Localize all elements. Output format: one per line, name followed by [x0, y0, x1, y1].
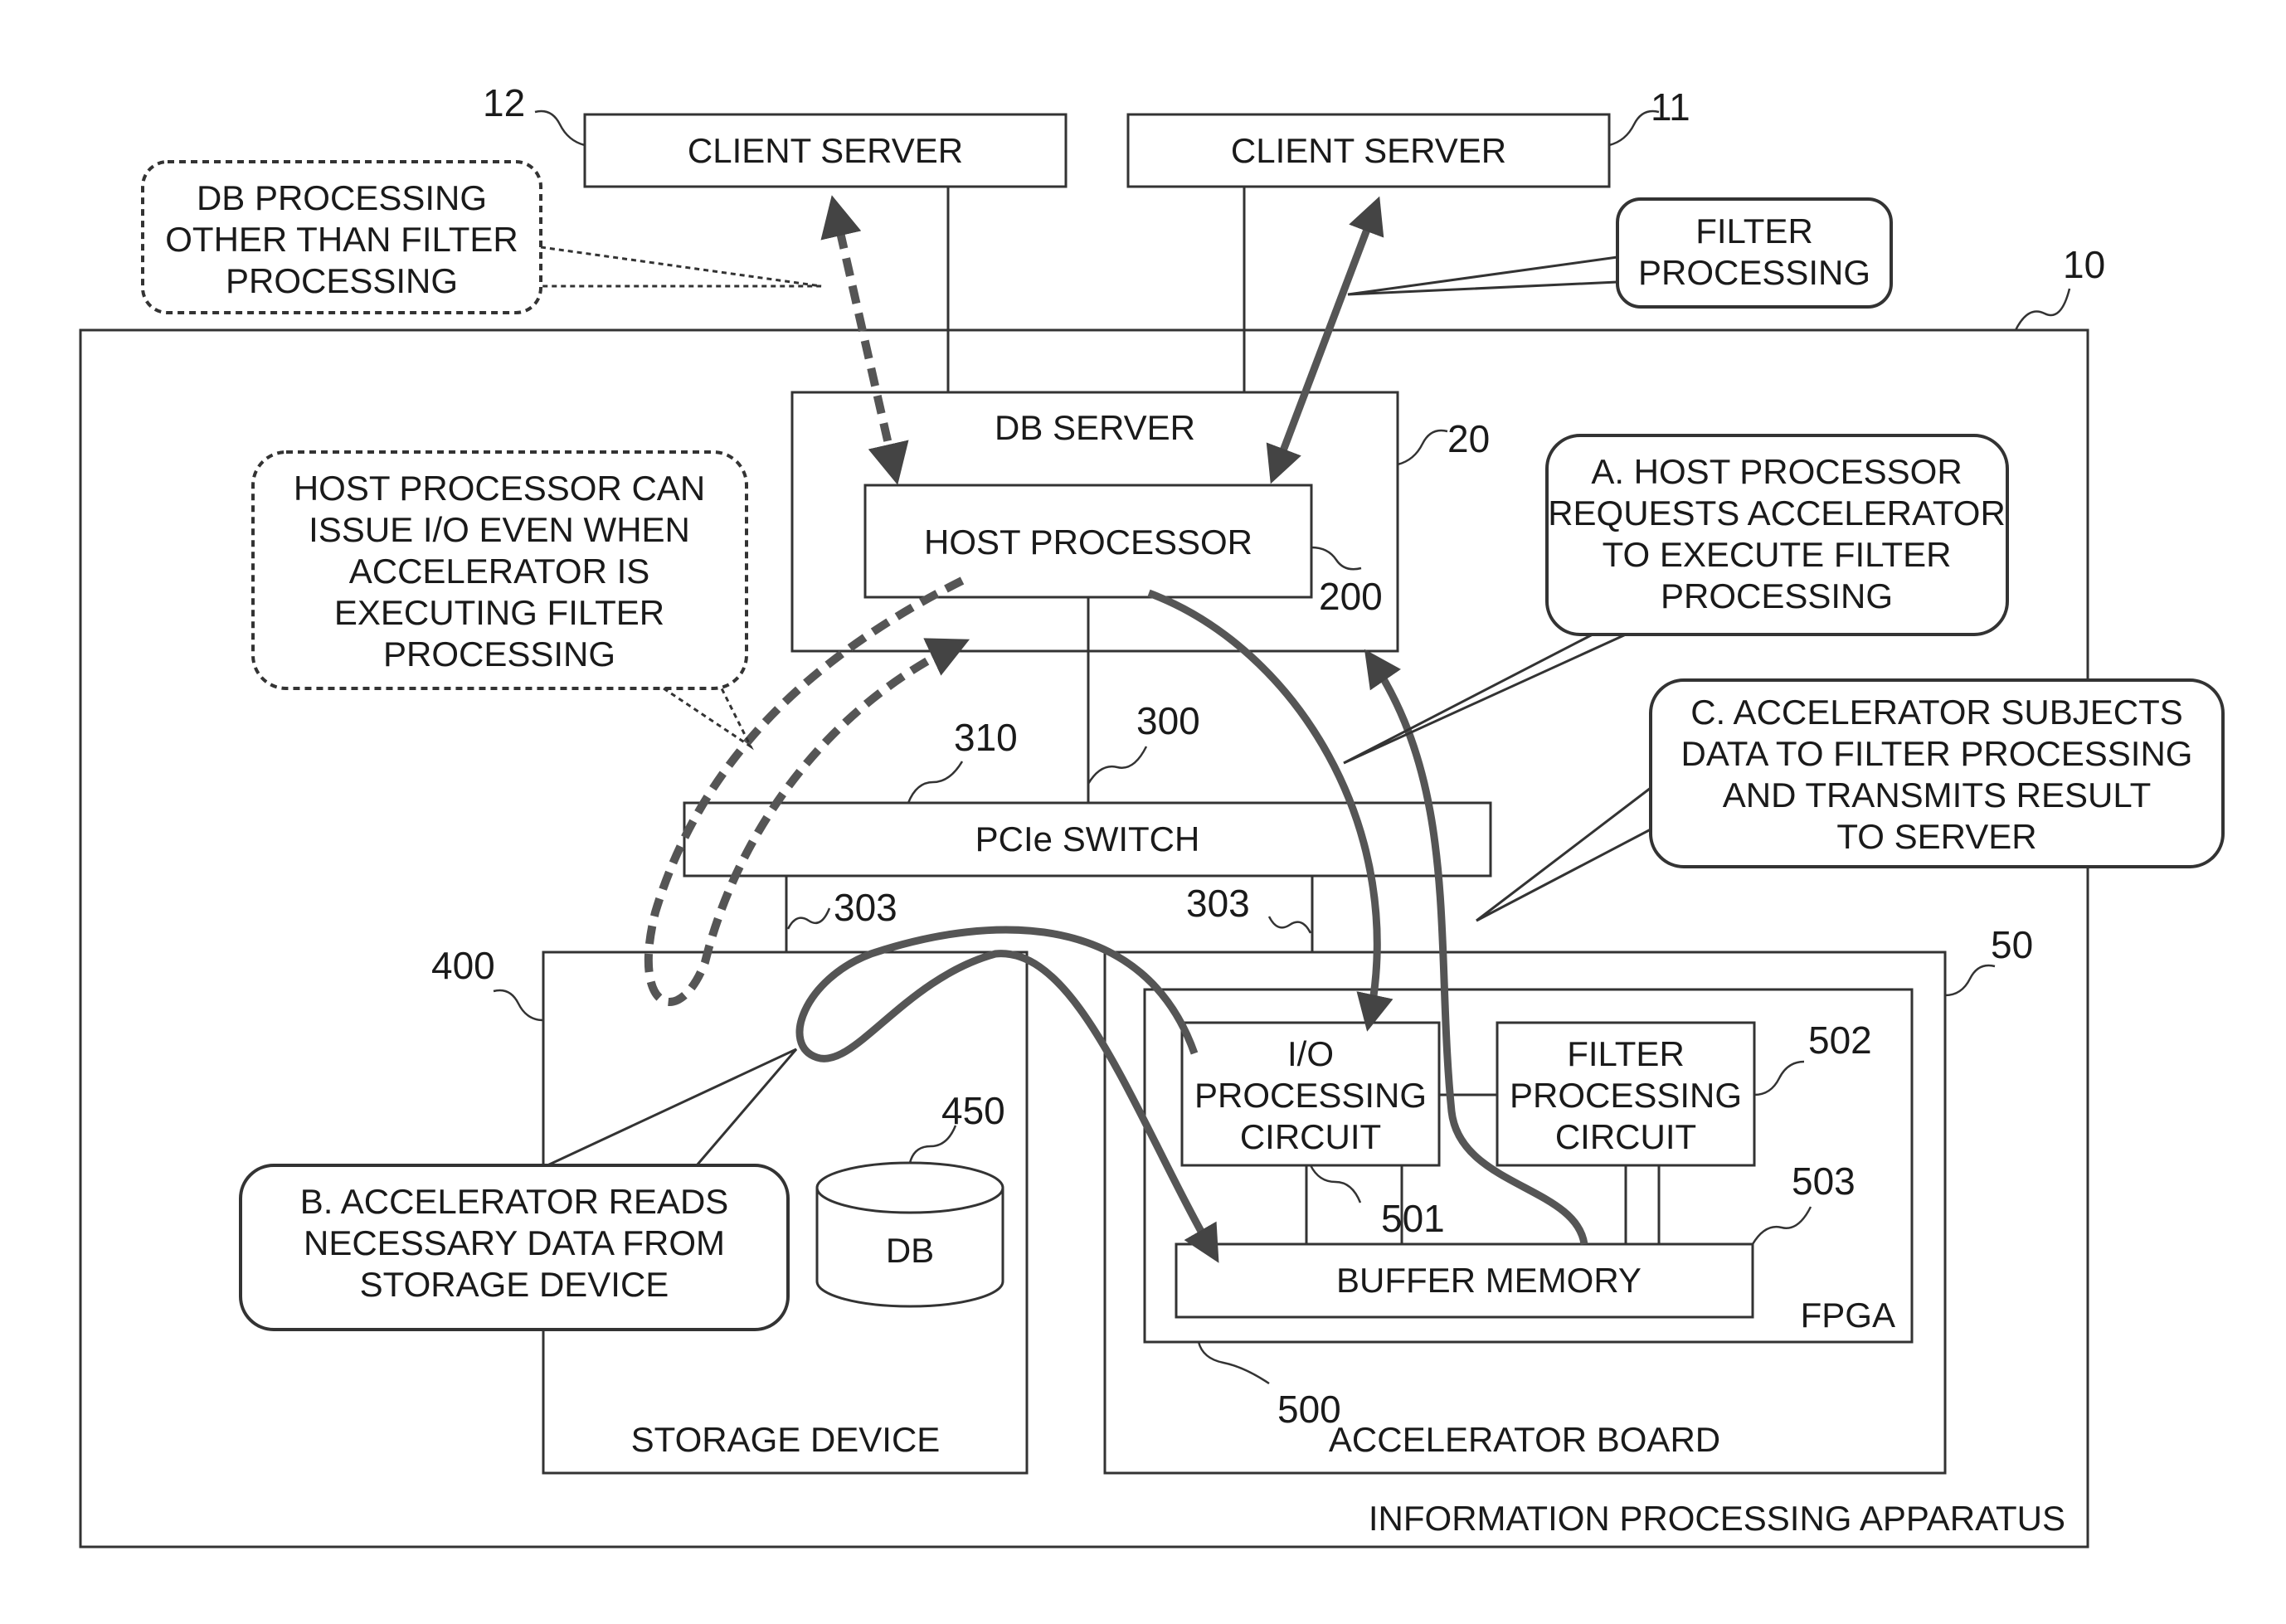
step-c-line2: DATA TO FILTER PROCESSING [1681, 734, 2193, 773]
step-c-line1: C. ACCELERATOR SUBJECTS [1690, 693, 2183, 732]
ref-20: 20 [1447, 417, 1490, 460]
host-can-line5: PROCESSING [383, 635, 615, 673]
host-can-line1: HOST PROCESSOR CAN [294, 469, 705, 508]
ref-450: 450 [941, 1089, 1005, 1132]
filter-callout-line2: PROCESSING [1638, 253, 1870, 292]
ref-502: 502 [1808, 1019, 1872, 1062]
ref-300: 300 [1136, 699, 1200, 742]
io-processing-line3: CIRCUIT [1240, 1117, 1381, 1156]
storage-device-label: STORAGE DEVICE [631, 1420, 941, 1459]
ref-12: 12 [483, 81, 525, 124]
ref-500: 500 [1277, 1388, 1341, 1431]
ref-310: 310 [954, 716, 1018, 759]
ref-50: 50 [1991, 923, 2033, 966]
db-server-label: DB SERVER [995, 408, 1195, 447]
accelerator-board-label: ACCELERATOR BOARD [1329, 1420, 1720, 1459]
ref-11: 11 [1651, 85, 1690, 129]
pcie-switch-label: PCIe SWITCH [975, 819, 1200, 858]
ref-303b: 303 [1186, 882, 1250, 925]
db-other-line1: DB PROCESSING [197, 178, 487, 217]
step-b-line1: B. ACCELERATOR READS [300, 1182, 729, 1221]
db-other-line2: OTHER THAN FILTER [165, 220, 518, 259]
step-a-line3: TO EXECUTE FILTER [1603, 535, 1952, 574]
ref-501: 501 [1381, 1197, 1445, 1240]
client-server-11-label: CLIENT SERVER [1231, 131, 1506, 170]
ref-10: 10 [2063, 243, 2105, 286]
step-a-line4: PROCESSING [1661, 576, 1893, 615]
step-b-line3: STORAGE DEVICE [360, 1265, 669, 1304]
ref-303a: 303 [834, 886, 897, 929]
host-can-line2: ISSUE I/O EVEN WHEN [309, 510, 690, 549]
db-other-line3: PROCESSING [226, 261, 458, 300]
step-c-line3: AND TRANSMITS RESULT [1723, 776, 2152, 814]
filter-processing-line1: FILTER [1567, 1034, 1685, 1073]
filter-callout-pointer [1348, 257, 1617, 294]
buffer-memory-label: BUFFER MEMORY [1336, 1261, 1642, 1300]
filter-callout-line1: FILTER [1695, 212, 1813, 250]
apparatus-label: INFORMATION PROCESSING APPARATUS [1369, 1499, 2065, 1538]
step-a-line1: A. HOST PROCESSOR [1591, 452, 1962, 491]
step-b-line2: NECESSARY DATA FROM [304, 1223, 725, 1262]
step-a-line2: REQUESTS ACCELERATOR [1548, 494, 2006, 532]
io-processing-line1: I/O [1287, 1034, 1334, 1073]
host-can-line4: EXECUTING FILTER [334, 593, 664, 632]
ref-400: 400 [431, 944, 495, 987]
host-can-line3: ACCELERATOR IS [349, 552, 650, 591]
ref-12-leader [535, 111, 585, 145]
ref-10-leader [2016, 289, 2070, 330]
step-c-line4: TO SERVER [1836, 817, 2036, 856]
client-server-12-label: CLIENT SERVER [688, 131, 963, 170]
fpga-label: FPGA [1801, 1296, 1895, 1335]
filter-processing-line3: CIRCUIT [1555, 1117, 1696, 1156]
db-other-callout-pointer [541, 247, 821, 286]
host-processor-label: HOST PROCESSOR [924, 523, 1252, 562]
ref-503: 503 [1792, 1160, 1856, 1203]
filter-processing-line2: PROCESSING [1510, 1076, 1742, 1115]
ref-200: 200 [1319, 575, 1383, 618]
db-label: DB [886, 1231, 934, 1270]
io-processing-line2: PROCESSING [1194, 1076, 1427, 1115]
